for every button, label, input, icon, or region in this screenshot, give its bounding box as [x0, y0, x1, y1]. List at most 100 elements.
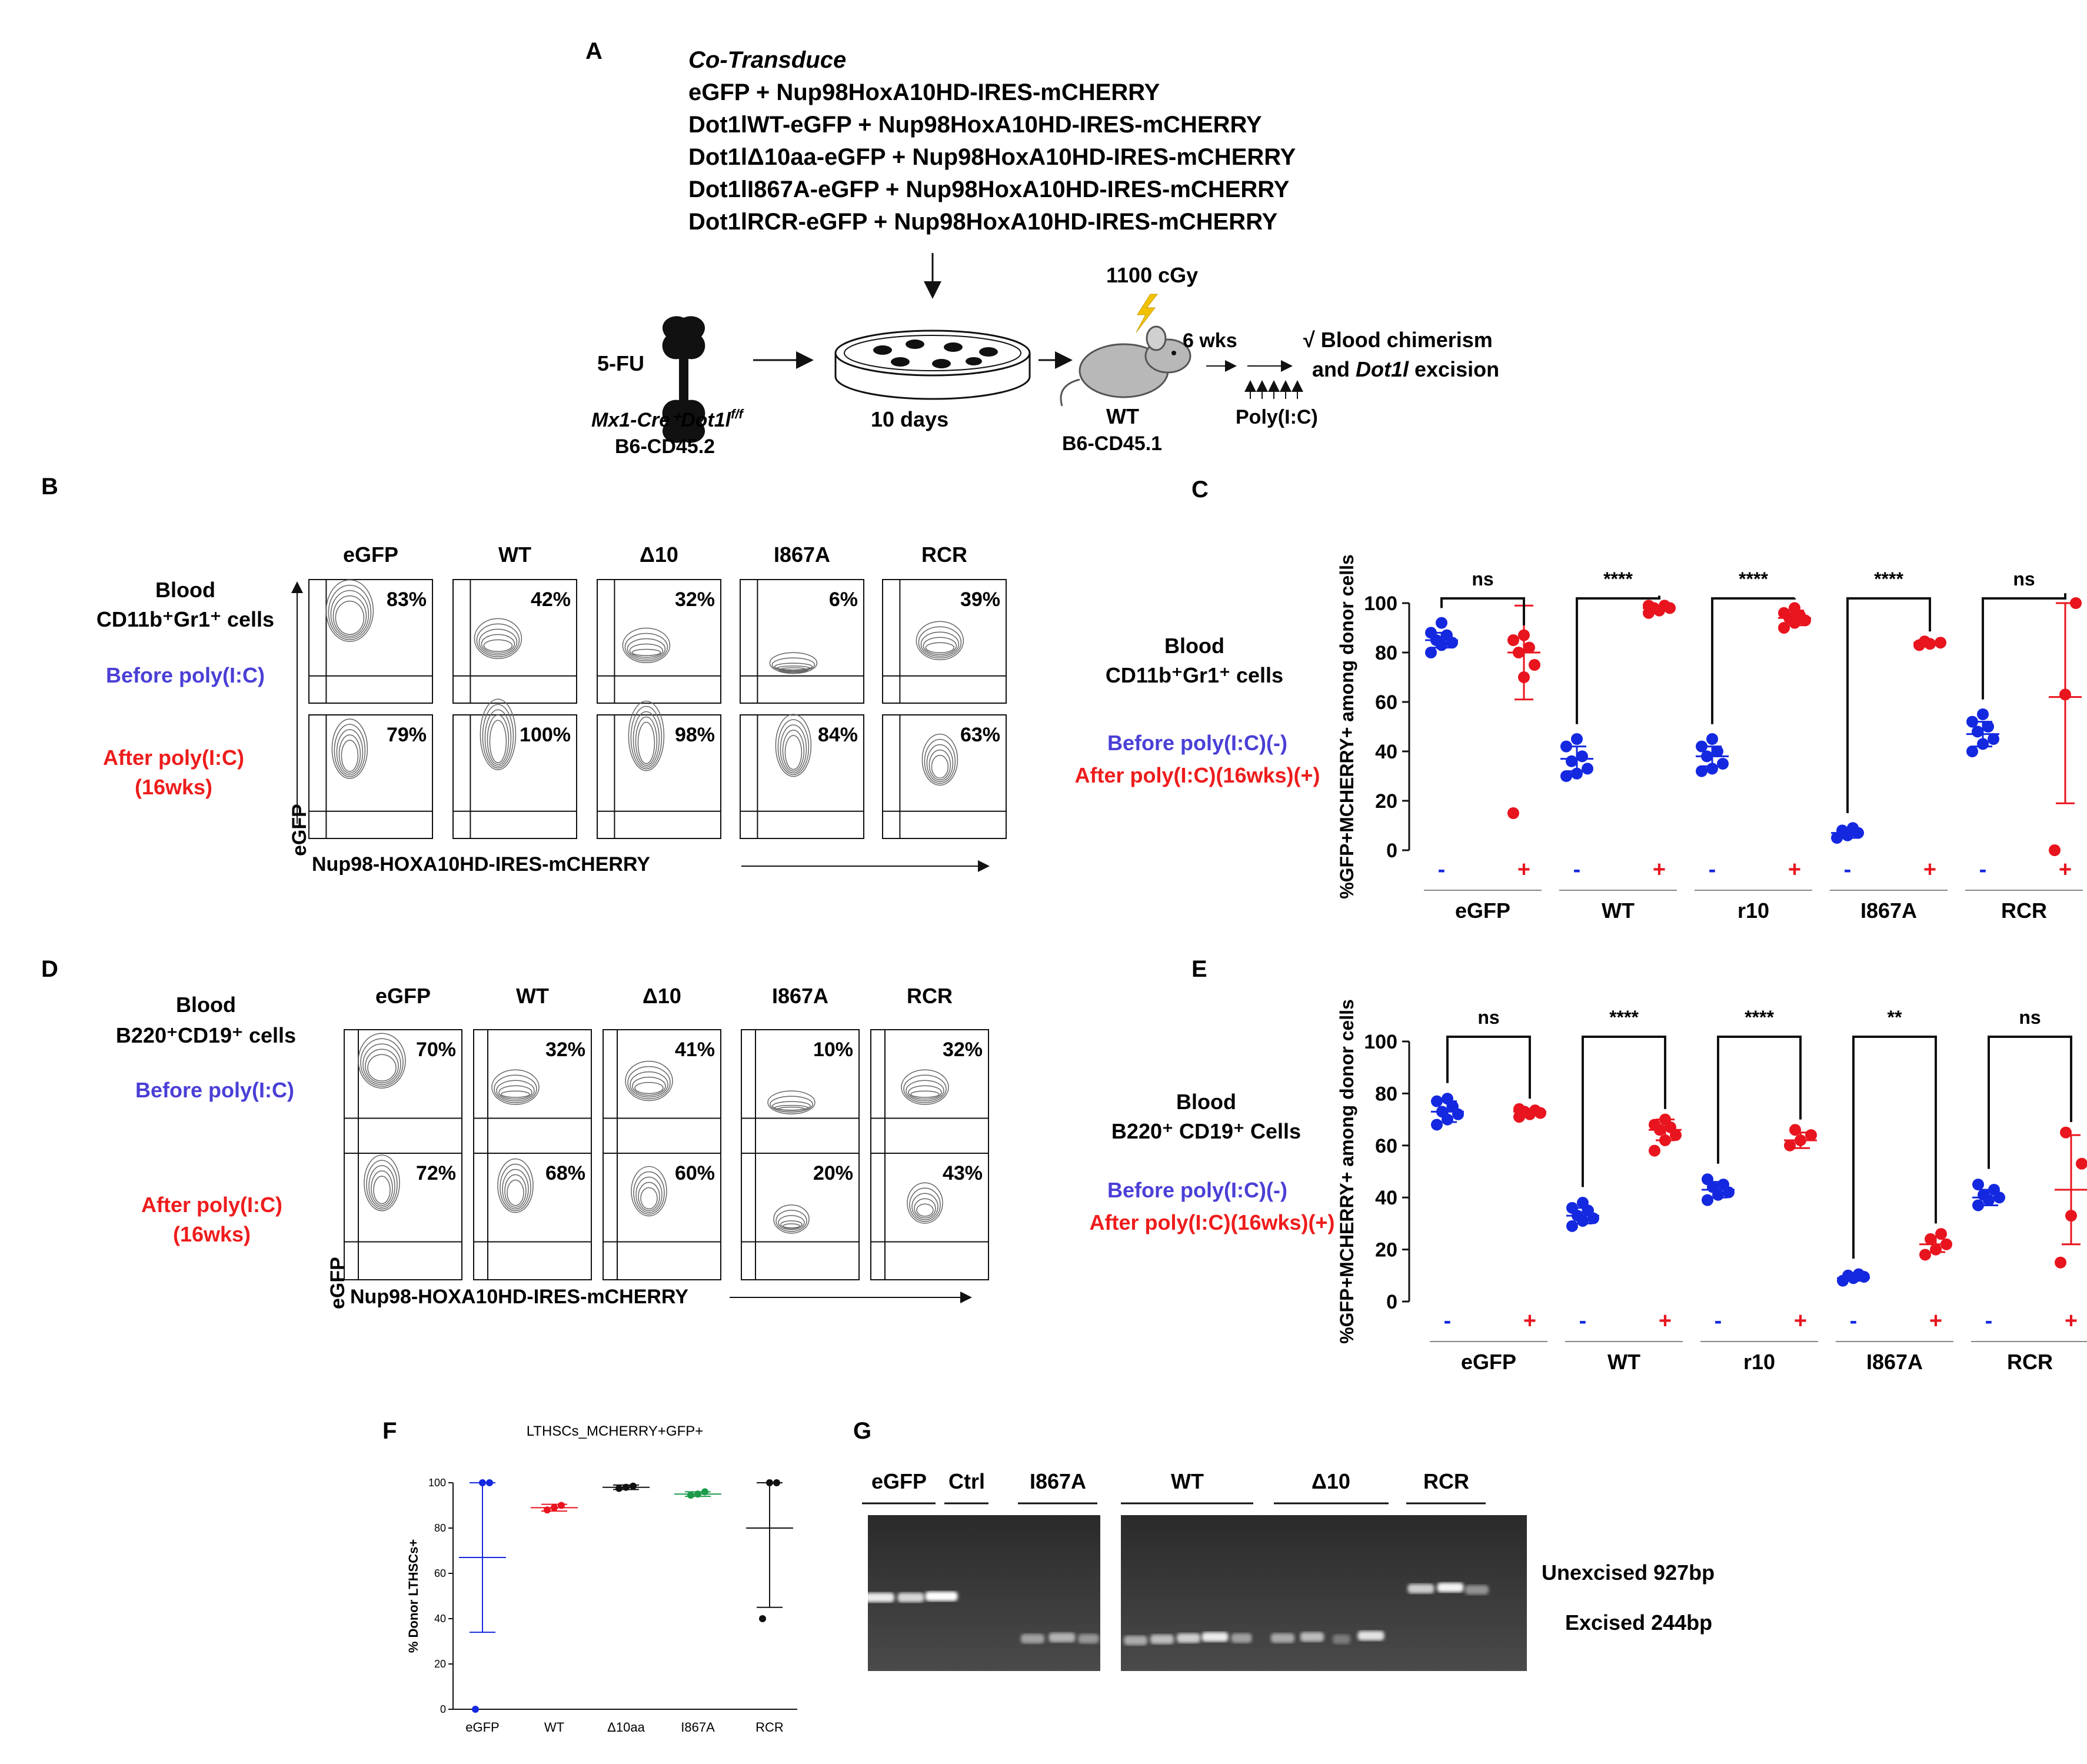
e-legend-line1: Blood — [1176, 1090, 1236, 1114]
data-point — [615, 1485, 623, 1492]
bone-icon — [662, 316, 705, 443]
flow-contour — [335, 600, 365, 635]
flow-column-header: Δ10 — [643, 984, 681, 1008]
band-upper-label: Unexcised 927bp — [1542, 1560, 1715, 1585]
panel-label-f: F — [382, 1418, 397, 1444]
gel-band — [1300, 1632, 1324, 1642]
x-sign-plus: + — [1923, 857, 1936, 882]
x-sign-plus: + — [1794, 1309, 1807, 1333]
irradiation-dose: 1100 cGy — [1106, 263, 1198, 287]
data-point — [1566, 1201, 1578, 1214]
flow-contour — [627, 638, 666, 660]
data-point — [479, 1479, 486, 1486]
group-label: RCR — [2001, 898, 2047, 923]
category-label: WT — [544, 1720, 564, 1735]
c-legend-after: After poly(I:C)(16wks)(+) — [1074, 763, 1320, 787]
flow-contour — [640, 1187, 658, 1210]
significance-label: ns — [2013, 568, 2035, 590]
gel-band — [1231, 1633, 1252, 1643]
data-point — [486, 1479, 493, 1486]
construct-2: Dot1lWT-eGFP + Nup98HoxA10HD-IRES-mCHERR… — [688, 112, 1262, 138]
flow-contour — [771, 657, 816, 673]
flow-contour — [358, 1033, 406, 1089]
x-sign-minus: - — [1985, 1309, 1993, 1333]
flow-percentage: 6% — [829, 588, 858, 611]
flow-percentage: 60% — [675, 1162, 715, 1184]
flow-contour — [633, 1171, 665, 1215]
flow-contour — [497, 1158, 534, 1213]
flow-percentage: 41% — [675, 1039, 715, 1061]
fu-label: 5-FU — [597, 351, 644, 375]
x-sign-plus: + — [1659, 1309, 1672, 1333]
flow-contour — [773, 1204, 810, 1234]
flow-contour — [635, 716, 658, 766]
flow-percentage: 20% — [813, 1162, 853, 1184]
gel-lane-label: WT — [1171, 1469, 1204, 1493]
data-point — [1935, 1228, 1947, 1240]
y-tick-label: 100 — [1364, 1031, 1397, 1053]
gel-lane-label: eGFP — [871, 1469, 927, 1493]
flow-contour — [931, 754, 949, 779]
y-tick-label: 20 — [1375, 1239, 1397, 1262]
group-label: RCR — [2007, 1350, 2053, 1374]
flow-contour — [774, 663, 813, 671]
significance-bracket — [1440, 597, 1525, 625]
data-point — [1717, 758, 1729, 770]
data-point — [1966, 715, 1978, 728]
flow-contour — [484, 709, 512, 767]
data-point — [694, 1490, 701, 1498]
flow-contour — [916, 621, 964, 661]
x-sign-plus: + — [2065, 1309, 2078, 1333]
flow-contour — [338, 734, 361, 774]
flow-contour — [637, 721, 655, 764]
y-tick-label: 60 — [434, 1567, 446, 1579]
data-point — [1529, 1104, 1541, 1117]
data-point — [1576, 750, 1588, 763]
flow-plot-frame — [344, 1153, 462, 1280]
y-tick-label: 20 — [434, 1658, 446, 1670]
flow-contour — [331, 718, 368, 779]
significance-label: **** — [1603, 568, 1633, 590]
data-point — [1431, 1095, 1443, 1107]
gel-lane-label: Δ10 — [1312, 1469, 1350, 1493]
x-sign-minus: - — [1573, 857, 1581, 882]
significance-label: ns — [2019, 1007, 2041, 1028]
flow-contour — [489, 720, 507, 764]
x-sign-minus: - — [1438, 857, 1446, 882]
flow-contour — [325, 579, 374, 643]
flow-percentage: 79% — [387, 724, 427, 746]
panel-d: D Blood B220⁺CD19⁺ cells Before poly(I:C… — [41, 956, 989, 1309]
flow-contour — [777, 1106, 806, 1113]
flow-percentage: 42% — [531, 588, 571, 611]
cotransduce-heading: Co-Transduce — [688, 47, 846, 73]
flow-contour — [910, 1090, 940, 1098]
flow-contour — [491, 1069, 540, 1105]
group-label: WT — [1602, 898, 1635, 923]
e-legend-before: Before poly(I:C)(-) — [1107, 1178, 1287, 1202]
flow-contour — [921, 733, 958, 786]
group-label: r10 — [1737, 898, 1769, 923]
y-axis-label: % Donor LTHSCs+ — [406, 1539, 421, 1653]
data-point — [1566, 755, 1577, 767]
flow-contour — [629, 643, 664, 658]
b-x-axis-label: Nup98-HOXA10HD-IRES-mCHERRY — [312, 853, 650, 876]
donor-strain: B6-CD45.2 — [615, 435, 715, 458]
flow-contour — [365, 1049, 399, 1083]
flow-contour — [914, 1198, 936, 1219]
significance-label: **** — [1745, 1007, 1774, 1028]
gel-band — [1049, 1633, 1076, 1642]
x-sign-minus: - — [1844, 857, 1852, 882]
flow-contour — [334, 724, 366, 777]
flow-column-header: eGFP — [375, 984, 431, 1008]
data-point — [1507, 634, 1519, 646]
data-point — [1978, 1189, 1989, 1201]
gel-band — [1177, 1633, 1200, 1643]
y-tick-label: 60 — [1375, 691, 1397, 714]
data-point — [1717, 1179, 1729, 1191]
flow-percentage: 83% — [387, 588, 427, 611]
f-title: LTHSCs_MCHERRY+GFP+ — [527, 1423, 704, 1439]
flow-percentage: 70% — [416, 1039, 456, 1061]
data-point — [1431, 1119, 1443, 1131]
x-sign-minus: - — [1444, 1309, 1452, 1333]
